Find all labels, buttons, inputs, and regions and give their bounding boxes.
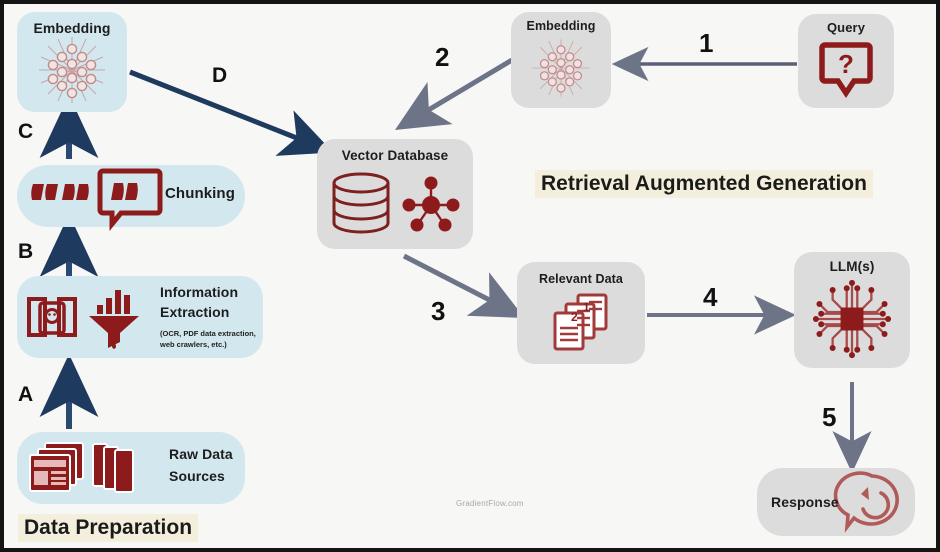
books-stack-icon (92, 443, 134, 493)
node-relevant-data-label: Relevant Data (539, 272, 623, 286)
node-relevant-data[interactable]: Relevant Data (517, 262, 645, 364)
svg-text:2: 2 (571, 310, 578, 324)
node-raw-data-sources-label-2: Sources (169, 468, 225, 484)
step-label-3: 3 (431, 296, 446, 326)
vector-cluster-icon (402, 176, 460, 232)
node-information-extraction-label-1: Information (160, 284, 239, 300)
svg-text:1: 1 (583, 300, 590, 314)
node-embedding-left[interactable]: Embedding (17, 12, 127, 112)
database-cylinder-icon (332, 172, 390, 234)
step-label-a: A (18, 383, 34, 406)
ocr-document-icon (27, 297, 77, 337)
node-information-extraction-note: (OCR, PDF data extraction, web crawlers,… (160, 329, 256, 350)
node-raw-data-sources[interactable]: Raw Data Sources (17, 432, 245, 504)
step-label-c: C (18, 120, 34, 143)
neural-network-icon (39, 37, 105, 103)
arrow-3 (402, 253, 525, 319)
node-vector-database[interactable]: Vector Database (317, 139, 473, 249)
node-embedding-right[interactable]: Embedding (511, 12, 611, 108)
title-banner-rag: Retrieval Augmented Generation (535, 170, 873, 198)
node-response[interactable]: Response (757, 468, 915, 536)
node-chunking[interactable]: Chunking (17, 165, 245, 232)
newspaper-stack-icon (29, 442, 84, 492)
node-llms[interactable]: LLM(s) (794, 252, 910, 368)
node-vector-database-label: Vector Database (341, 148, 449, 163)
node-embedding-right-label: Embedding (526, 19, 596, 33)
step-label-2: 2 (435, 42, 450, 72)
section-banner-data-preparation: Data Preparation (18, 514, 199, 542)
node-llms-label: LLM(s) (829, 259, 875, 274)
quote-bubble-icon (31, 168, 163, 232)
node-information-extraction[interactable]: Information Extraction (OCR, PDF data ex… (17, 276, 263, 358)
step-label-4: 4 (703, 282, 718, 312)
neural-network-icon (532, 38, 590, 97)
step-label-1: 1 (699, 28, 714, 58)
chip-circuit-icon (812, 279, 892, 359)
node-embedding-left-label: Embedding (33, 20, 111, 36)
node-chunking-label: Chunking (165, 185, 235, 202)
arrow-2 (394, 57, 514, 130)
question-bubble-icon: ? (819, 42, 873, 98)
watermark: GradientFlow.com (456, 499, 524, 508)
node-raw-data-sources-label-1: Raw Data (169, 446, 233, 462)
reply-bubble-icon (833, 471, 899, 533)
node-response-label: Response (771, 494, 839, 510)
node-query[interactable]: Query ? (798, 14, 894, 108)
step-label-d: D (212, 64, 228, 87)
svg-text:?: ? (838, 49, 854, 79)
node-query-label: Query (826, 20, 866, 35)
step-label-5: 5 (822, 402, 837, 432)
node-information-extraction-label-2: Extraction (160, 304, 230, 320)
ranked-documents-icon: 1 2 (553, 293, 608, 351)
step-label-b: B (18, 240, 34, 263)
funnel-chart-icon (89, 290, 139, 349)
